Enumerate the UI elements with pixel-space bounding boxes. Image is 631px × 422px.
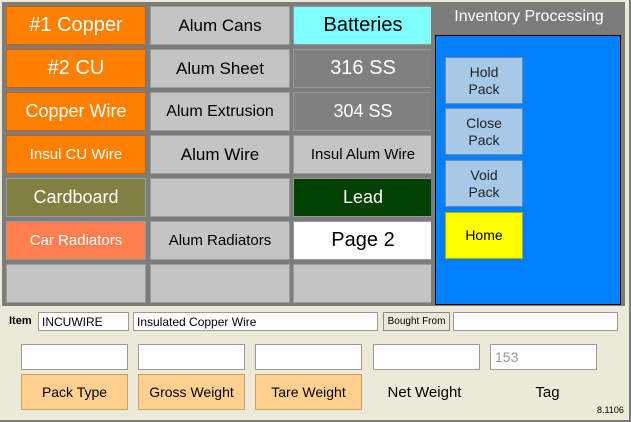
gross-weight-field[interactable] — [138, 344, 245, 370]
net-weight-field[interactable] — [373, 344, 480, 370]
tile-304-ss[interactable]: 304 SS — [293, 92, 433, 131]
tile-316-ss[interactable]: 316 SS — [293, 49, 433, 88]
tile-alum-wire[interactable]: Alum Wire — [150, 135, 290, 174]
tile-empty[interactable] — [150, 178, 290, 217]
void-pack-label: Pack — [468, 183, 500, 200]
gross-weight-button[interactable]: Gross Weight — [138, 374, 245, 410]
tile-copper-wire[interactable]: Copper Wire — [6, 92, 146, 131]
net-weight-label: Net Weight — [387, 383, 462, 401]
tile-copper-2[interactable]: #2 CU — [6, 49, 146, 88]
tile-empty[interactable] — [6, 264, 146, 303]
void-pack-label: Void — [470, 166, 498, 183]
bought-from-input[interactable] — [453, 312, 618, 331]
tile-alum-sheet[interactable]: Alum Sheet — [150, 49, 290, 88]
bought-from-button[interactable]: Bought From — [383, 312, 450, 331]
tile-alum-cans[interactable]: Alum Cans — [150, 6, 290, 45]
hold-pack-label: Hold — [469, 63, 499, 80]
item-code-input[interactable] — [38, 312, 129, 331]
item-description-input[interactable] — [133, 312, 378, 331]
pack-type-field[interactable] — [21, 344, 128, 370]
close-pack-label: Close — [466, 114, 502, 131]
tile-batteries[interactable]: Batteries — [293, 6, 433, 45]
tile-insul-alum-wire[interactable]: Insul Alum Wire — [293, 135, 433, 174]
tile-copper-1[interactable]: #1 Copper — [6, 6, 146, 45]
version-label: 8.1106 — [597, 405, 624, 415]
hold-pack-label: Pack — [468, 80, 500, 97]
tile-insul-cu-wire[interactable]: Insul CU Wire — [6, 135, 146, 174]
tile-alum-radiators[interactable]: Alum Radiators — [150, 221, 290, 260]
home-button[interactable]: Home — [445, 212, 523, 259]
tare-weight-field[interactable] — [255, 344, 362, 370]
inventory-title: Inventory Processing — [454, 8, 604, 25]
tile-empty[interactable] — [293, 264, 433, 303]
tile-empty[interactable] — [150, 264, 290, 303]
close-pack-label: Pack — [468, 131, 500, 148]
tile-lead[interactable]: Lead — [293, 178, 433, 217]
tile-cardboard[interactable]: Cardboard — [6, 178, 146, 217]
item-label: Item — [9, 315, 32, 327]
tile-page-2[interactable]: Page 2 — [293, 221, 433, 260]
tag-label: Tag — [535, 383, 560, 401]
tile-car-radiators[interactable]: Car Radiators — [6, 221, 146, 260]
tag-field[interactable]: 153 — [490, 344, 597, 370]
tare-weight-button[interactable]: Tare Weight — [255, 374, 362, 410]
tile-alum-extrusion[interactable]: Alum Extrusion — [150, 92, 290, 131]
pack-type-button[interactable]: Pack Type — [21, 374, 128, 410]
